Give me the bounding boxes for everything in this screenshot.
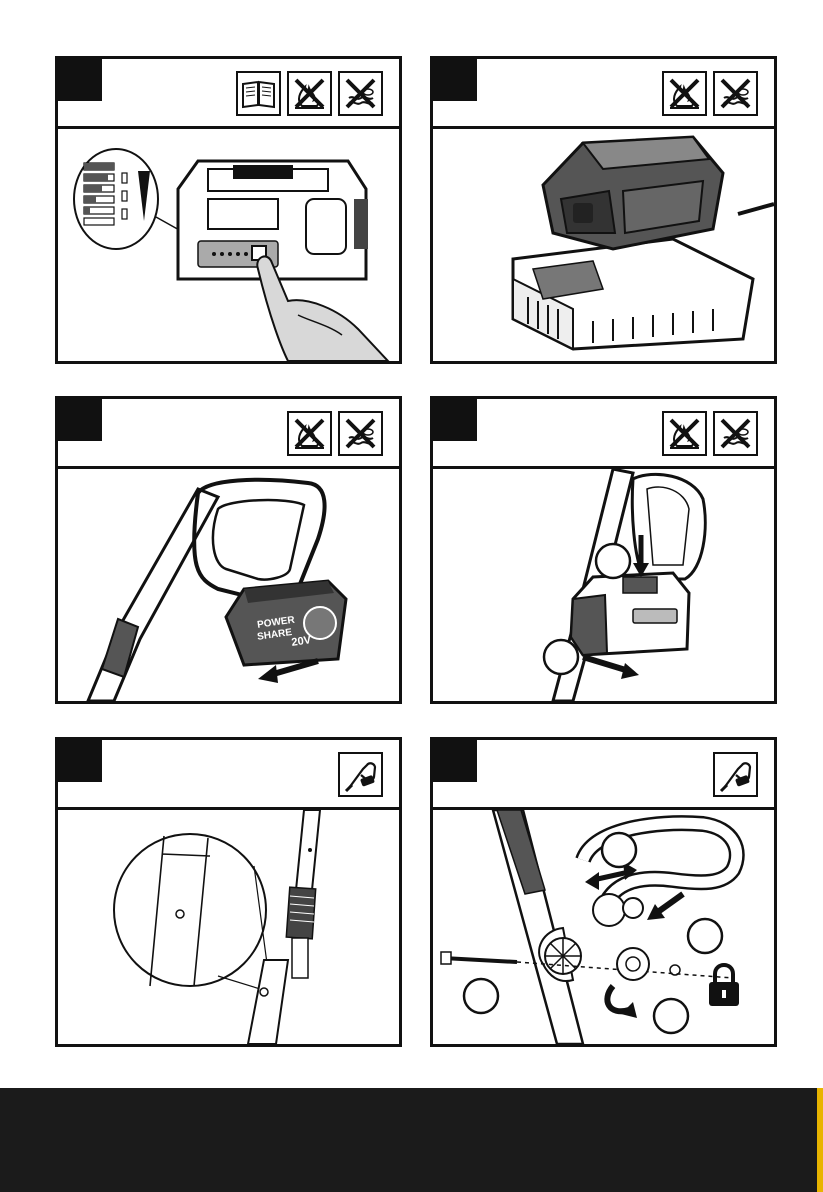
no-water-icon [713, 71, 758, 116]
panel-6-header [433, 740, 774, 810]
battery-pack [571, 573, 689, 655]
adjust-arrow-left [585, 872, 599, 890]
panel-5-header [58, 740, 399, 810]
step-number-badge [433, 59, 477, 101]
panel-1-illustration [58, 129, 399, 361]
callout-b [688, 919, 722, 953]
panel-3-illustration: POWER SHARE 20V [58, 469, 399, 701]
panel-4-insert-battery [430, 396, 777, 704]
panel-4-header [433, 399, 774, 469]
step-number-badge [58, 59, 102, 101]
pull-arrow [258, 665, 278, 683]
panel-1-warning-icons [236, 71, 383, 116]
handle-assembly-illustration [433, 810, 774, 1044]
panel-6-tool-icons [713, 752, 758, 797]
panel-5-shaft-assembly [55, 737, 402, 1047]
panel-3-header [58, 399, 399, 469]
callout-c [464, 979, 498, 1013]
panel-6-illustration [433, 810, 774, 1044]
no-water-icon [338, 71, 383, 116]
no-fire-icon [662, 71, 707, 116]
no-fire-icon [287, 411, 332, 456]
step-number-badge [58, 399, 102, 441]
read-manual-icon [236, 71, 281, 116]
slide-arrow [621, 663, 639, 679]
panel-3-remove-battery: POWER SHARE 20V [55, 396, 402, 704]
panel-1-header [58, 59, 399, 129]
lock-icon [709, 965, 739, 1006]
step-number-badge [433, 399, 477, 441]
battery-charge-indicator-illustration [58, 129, 399, 361]
page-footer-bar [0, 1088, 823, 1192]
step-number-badge [433, 740, 477, 782]
battery-on-charger-illustration [433, 129, 774, 361]
no-fire-icon [287, 71, 332, 116]
panel-2-warning-icons [662, 71, 758, 116]
panel-5-illustration [58, 810, 399, 1044]
no-water-icon [713, 411, 758, 456]
panel-1-battery-indicator [55, 56, 402, 364]
callout-a [596, 544, 630, 578]
panel-4-warning-icons [662, 411, 758, 456]
callout-a [602, 833, 636, 867]
callout-d [654, 999, 688, 1033]
panel-6-handle-assembly [430, 737, 777, 1047]
footer-accent-stripe [817, 1088, 823, 1192]
panel-2-illustration [433, 129, 774, 361]
callout-b [544, 640, 578, 674]
no-fire-icon [662, 411, 707, 456]
insert-battery-illustration [433, 469, 774, 701]
tool-icon [713, 752, 758, 797]
panel-3-warning-icons [287, 411, 383, 456]
panel-5-tool-icons [338, 752, 383, 797]
shaft-assembly-illustration [58, 810, 399, 1044]
battery-pack: POWER SHARE 20V [226, 581, 346, 665]
tool-icon [338, 752, 383, 797]
remove-battery-illustration: POWER SHARE 20V [58, 469, 399, 701]
no-water-icon [338, 411, 383, 456]
panel-4-illustration [433, 469, 774, 701]
step-number-badge [58, 740, 102, 782]
panel-2-header [433, 59, 774, 129]
panel-2-charging [430, 56, 777, 364]
